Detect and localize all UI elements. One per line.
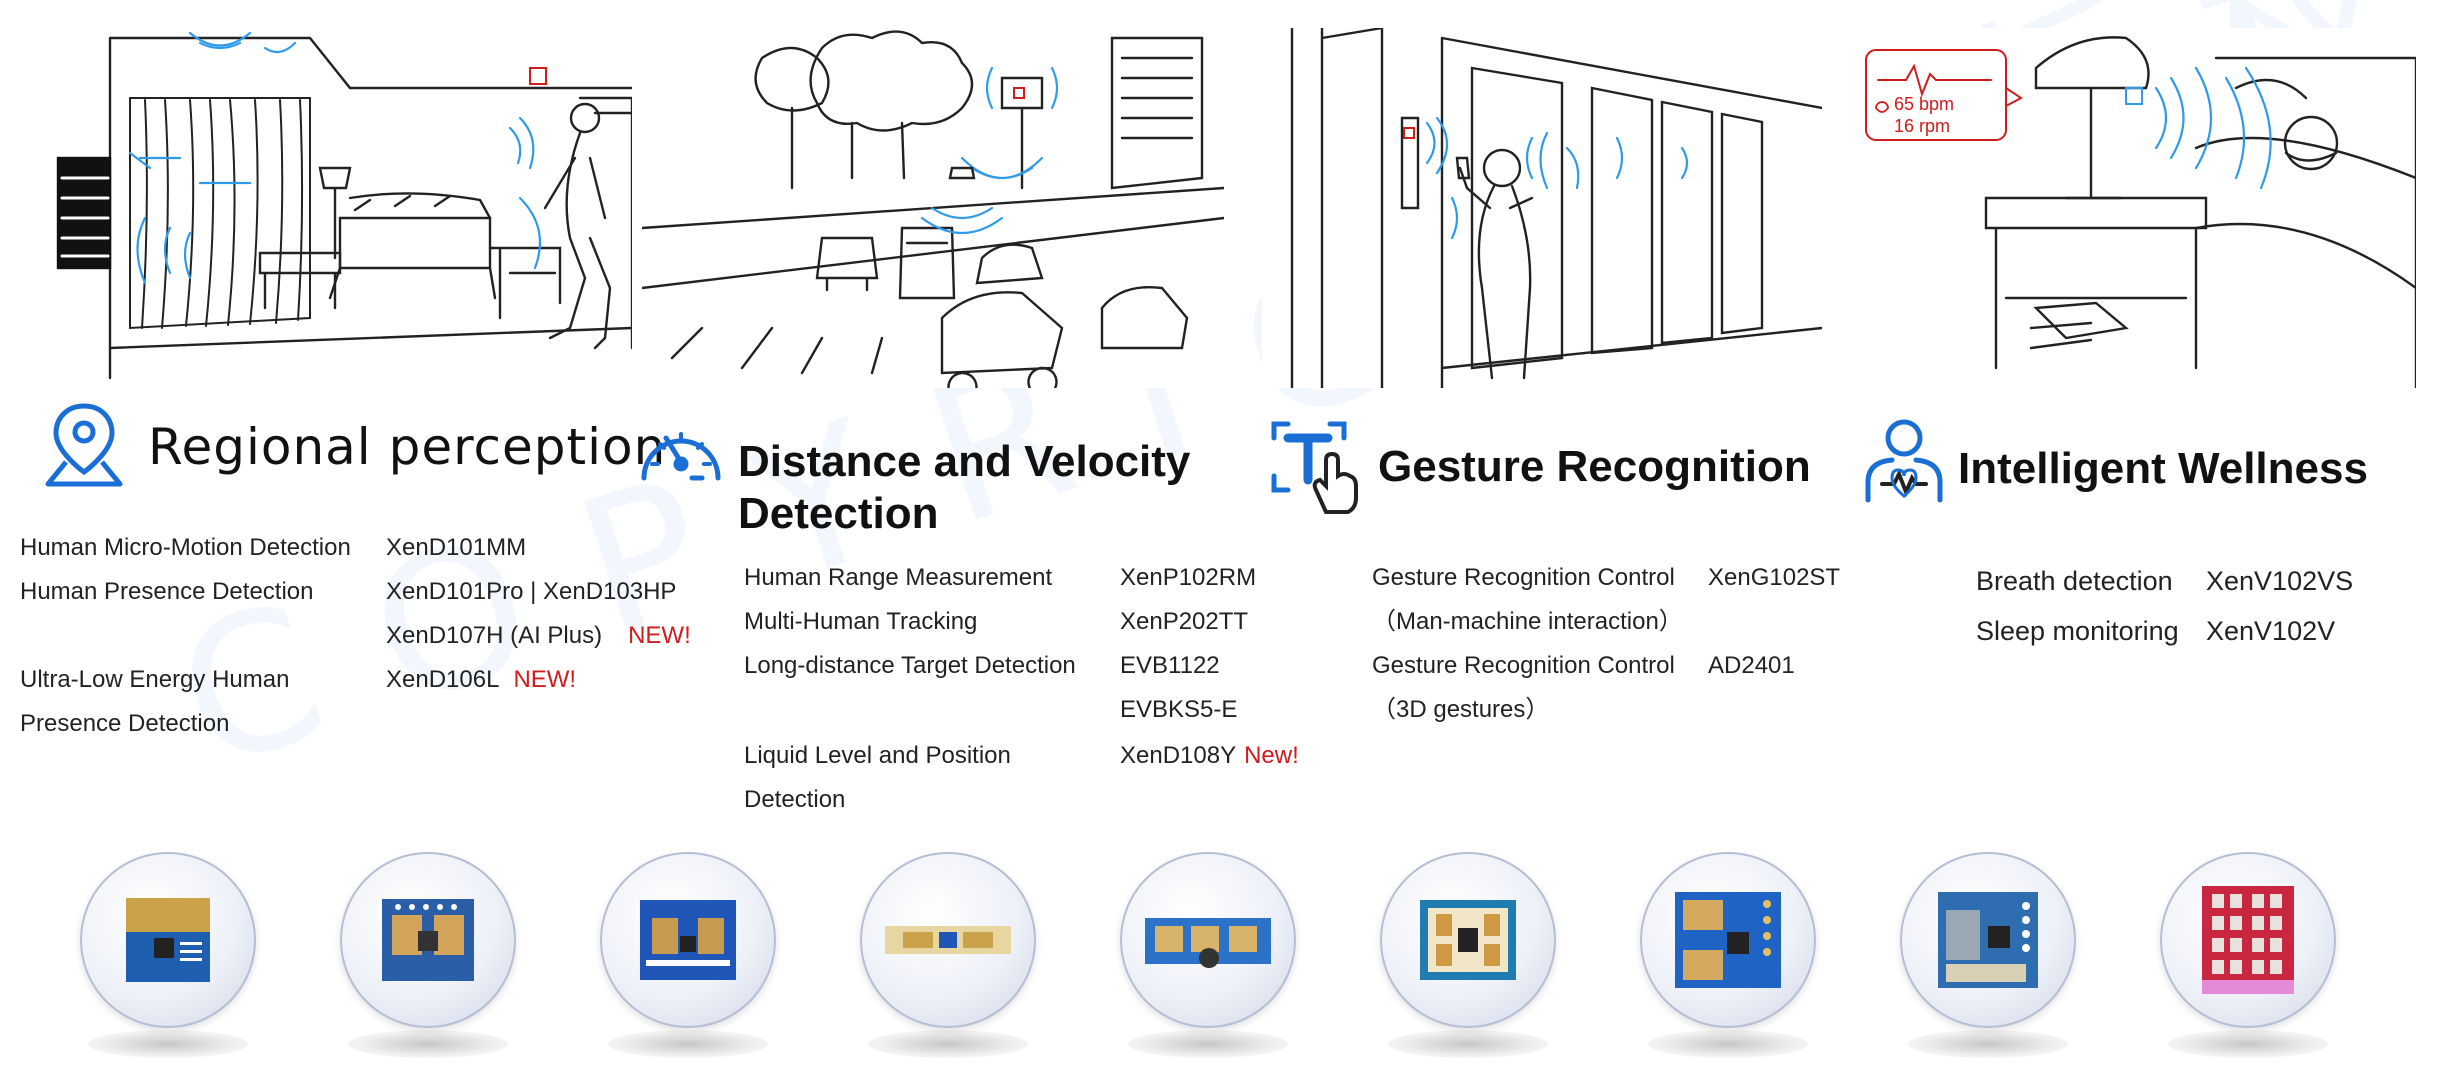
radar-module-image (1938, 892, 2038, 988)
product-thumbnail[interactable] (2160, 852, 2336, 1028)
radar-module-image (1675, 892, 1781, 988)
product-thumbnail[interactable] (1120, 852, 1296, 1028)
feature-label: Multi-Human Tracking (744, 608, 978, 635)
product-thumbnail[interactable] (1380, 852, 1556, 1028)
distance-velocity-list: Human Range Measurement XenP102RM Multi-… (744, 556, 1344, 822)
list-item: Human Micro-Motion Detection XenD101MM (20, 526, 700, 570)
feature-label: Human Range Measurement (744, 564, 1053, 591)
product-thumbnail[interactable] (1640, 852, 1816, 1028)
radar-module-image (885, 926, 1011, 954)
person-heartbeat-icon (1862, 416, 1946, 509)
speedometer-icon (636, 420, 726, 495)
gesture-recognition-heading: Gesture Recognition (1270, 420, 1811, 521)
feature-label: Long-distance Target Detection (744, 652, 1076, 679)
radar-module-image (1420, 900, 1516, 980)
product-model[interactable]: XenD101Pro | XenD103HP (386, 578, 677, 605)
product-shadow (348, 1030, 508, 1058)
street-scene (642, 28, 1224, 388)
intelligent-wellness-heading: Intelligent Wellness (1862, 416, 2368, 509)
list-item: Gesture Recognition Control AD2401 (1372, 644, 1872, 688)
product-model[interactable]: XenV102VS (2206, 566, 2354, 596)
feature-label: Liquid Level and Position (744, 742, 1011, 769)
list-item: Human Range Measurement XenP102RM (744, 556, 1344, 600)
product-model[interactable]: XenD101MM (386, 534, 527, 561)
list-item: Multi-Human Tracking XenP202TT (744, 600, 1344, 644)
respiration-rate-text: 16 rpm (1894, 116, 1950, 136)
radar-module-image (382, 899, 474, 981)
feature-label: Presence Detection (20, 710, 230, 737)
radar-module-image (640, 900, 736, 980)
feature-label: Breath detection (1976, 566, 2173, 596)
elevator-hallway-scene (1262, 28, 1822, 388)
list-item: Detection (744, 778, 1344, 822)
product-model[interactable]: XenP202TT (1120, 608, 1249, 635)
list-item: （Man-machine interaction） (1372, 600, 1872, 644)
list-item: Gesture Recognition Control XenG102ST (1372, 556, 1872, 600)
list-item: Liquid Level and Position XenD108Y New! (744, 734, 1344, 778)
intelligent-wellness-list: Breath detection XenV102VS Sleep monitor… (1976, 556, 2396, 656)
location-pin-icon (42, 400, 126, 495)
product-shadow (868, 1030, 1028, 1058)
product-shadow (88, 1030, 248, 1058)
feature-label: Gesture Recognition Control (1372, 652, 1675, 679)
list-item: Human Presence Detection XenD101Pro | Xe… (20, 570, 700, 614)
list-item: Presence Detection (20, 702, 700, 746)
feature-label: Gesture Recognition Control (1372, 564, 1675, 591)
living-room-scene (50, 28, 632, 388)
list-item: XenD107H (AI Plus) NEW! (20, 614, 700, 658)
radar-module-image (1145, 918, 1271, 968)
product-model[interactable]: XenD106L (386, 666, 500, 693)
new-badge: New! (1244, 742, 1299, 769)
touch-gesture-icon (1270, 420, 1366, 521)
product-model[interactable]: XenP102RM (1120, 564, 1257, 591)
section-title-line2: Detection (738, 489, 939, 538)
list-item: Long-distance Target Detection EVB1122 (744, 644, 1344, 688)
list-item: EVBKS5-E (744, 688, 1344, 732)
list-item: Sleep monitoring XenV102V (1976, 606, 2396, 656)
gesture-recognition-list: Gesture Recognition Control XenG102ST （M… (1372, 556, 1872, 732)
section-title-line1: Distance and Velocity (738, 437, 1191, 486)
distance-velocity-heading: Distance and Velocity Detection (636, 420, 1190, 540)
product-model[interactable]: XenG102ST (1708, 564, 1841, 591)
new-badge: NEW! (513, 666, 577, 693)
feature-label: Human Micro-Motion Detection (20, 534, 351, 561)
product-model[interactable]: EVB1122 (1120, 652, 1220, 679)
product-model[interactable]: AD2401 (1708, 652, 1795, 679)
product-model[interactable]: XenD107H (AI Plus) (386, 622, 603, 649)
product-thumbnail[interactable] (340, 852, 516, 1028)
heart-rate-text: 65 bpm (1894, 94, 1954, 114)
list-item: Ultra-Low Energy Human XenD106L NEW! (20, 658, 700, 702)
product-shadow (1388, 1030, 1548, 1058)
product-shadow (1128, 1030, 1288, 1058)
product-shadow (608, 1030, 768, 1058)
regional-perception-list: Human Micro-Motion Detection XenD101MM H… (20, 526, 700, 746)
product-model[interactable]: XenD108Y (1120, 742, 1237, 769)
section-title: Intelligent Wellness (1958, 444, 2368, 493)
feature-label: Detection (744, 786, 846, 813)
feature-label: Ultra-Low Energy Human (20, 666, 290, 693)
feature-label: Human Presence Detection (20, 578, 314, 605)
section-title: Regional perception (148, 418, 667, 476)
feature-label: Sleep monitoring (1976, 616, 2179, 646)
product-shadow (2168, 1030, 2328, 1058)
product-thumbnail[interactable] (600, 852, 776, 1028)
product-thumbnail[interactable] (1900, 852, 2076, 1028)
product-thumbnail[interactable] (80, 852, 256, 1028)
product-model[interactable]: XenV102V (2206, 616, 2336, 646)
section-title: Gesture Recognition (1378, 442, 1811, 491)
new-badge: NEW! (628, 622, 691, 649)
regional-perception-heading: Regional perception (42, 400, 666, 495)
product-model[interactable]: EVBKS5-E (1120, 696, 1238, 723)
list-item: Breath detection XenV102VS (1976, 556, 2396, 606)
product-thumbnail[interactable] (860, 852, 1036, 1028)
radar-module-image (126, 898, 210, 982)
radar-module-image (2202, 886, 2294, 994)
product-shadow (1648, 1030, 1808, 1058)
feature-label: （Man-machine interaction） (1372, 608, 1683, 635)
feature-label: （3D gestures） (1372, 696, 1550, 723)
bedroom-scene: 65 bpm 16 rpm (1836, 28, 2416, 388)
product-shadow (1908, 1030, 2068, 1058)
list-item: （3D gestures） (1372, 688, 1872, 732)
